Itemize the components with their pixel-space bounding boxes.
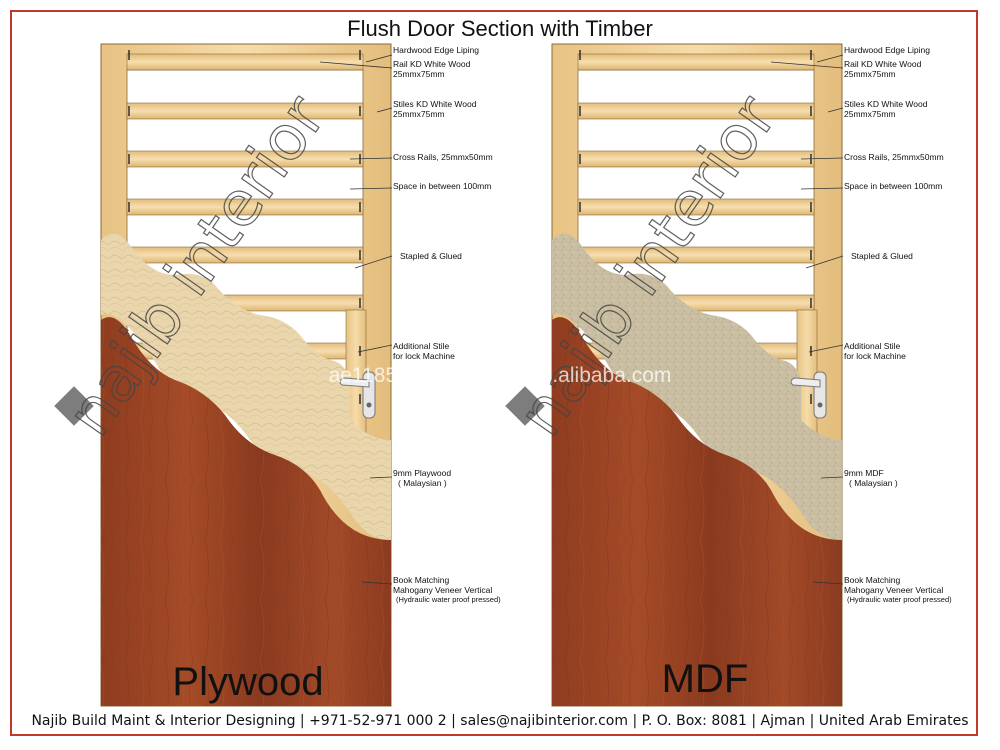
staple-marks	[579, 50, 812, 404]
lever-handle	[339, 371, 376, 419]
label-book-2: Mahogany Veneer Vertical	[844, 585, 943, 595]
label-edge: Hardwood Edge Liping	[844, 45, 930, 55]
mdf-door-panel: MDF Hardwood Edge Liping Rail KD White W…	[551, 43, 952, 707]
label-cross-rails: Cross Rails, 25mmx50mm	[844, 152, 944, 162]
label-stapled: Stapled & Glued	[851, 251, 913, 261]
mdf-core-sheet	[552, 233, 842, 541]
cross-rails	[126, 53, 364, 408]
label-book-3: (Hydraulic water proof pressed)	[847, 595, 952, 604]
label-rail-1: Rail KD White Wood	[393, 59, 471, 69]
label-stile-1: Additional Stile	[393, 341, 450, 351]
company-footer: Najib Build Maint & Interior Designing |…	[31, 713, 969, 729]
label-rail-1: Rail KD White Wood	[844, 59, 922, 69]
page-frame	[10, 10, 978, 736]
plywood-door-panel: Plywood Hardwood Edge Liping Rail KD Whi…	[100, 43, 501, 707]
label-stile-1: Additional Stile	[844, 341, 901, 351]
label-stile-2: for lock Machine	[844, 351, 906, 361]
label-cross-rails: Cross Rails, 25mmx50mm	[393, 152, 493, 162]
plywood-callouts: Hardwood Edge Liping Rail KD White Wood …	[319, 45, 501, 604]
staple-marks	[128, 50, 361, 404]
label-book-1: Book Matching	[844, 575, 900, 585]
label-core-1: 9mm Playwood	[393, 468, 451, 478]
label-rail-2: 25mmx75mm	[844, 69, 895, 79]
label-stiles-2: 25mmx75mm	[844, 109, 895, 119]
mdf-caption: MDF	[662, 657, 749, 701]
veneer-grain	[552, 317, 842, 706]
plywood-caption: Plywood	[172, 660, 323, 704]
label-stiles-1: Stiles KD White Wood	[393, 99, 477, 109]
label-core-2: ( Malaysian )	[849, 478, 898, 488]
label-book-3: (Hydraulic water proof pressed)	[396, 595, 501, 604]
label-stapled: Stapled & Glued	[400, 251, 462, 261]
label-stiles-1: Stiles KD White Wood	[844, 99, 928, 109]
lever-handle	[790, 371, 827, 419]
mdf-callouts: Hardwood Edge Liping Rail KD White Wood …	[770, 45, 952, 604]
label-book-2: Mahogany Veneer Vertical	[393, 585, 492, 595]
label-stiles-2: 25mmx75mm	[393, 109, 444, 119]
logo-diamond-icon	[505, 386, 545, 426]
label-core-1: 9mm MDF	[844, 468, 884, 478]
veneer-grain	[101, 317, 391, 706]
label-book-1: Book Matching	[393, 575, 449, 585]
label-core-2: ( Malaysian )	[398, 478, 447, 488]
label-space: Space in between 100mm	[844, 181, 942, 191]
plywood-core-sheet	[101, 233, 391, 541]
label-stile-2: for lock Machine	[393, 351, 455, 361]
label-space: Space in between 100mm	[393, 181, 491, 191]
diagram-title: Flush Door Section with Timber	[347, 16, 653, 41]
label-edge: Hardwood Edge Liping	[393, 45, 479, 55]
trustpass-watermark: ae1185 13051.trustpass.alibaba.com	[329, 364, 672, 387]
label-rail-2: 25mmx75mm	[393, 69, 444, 79]
